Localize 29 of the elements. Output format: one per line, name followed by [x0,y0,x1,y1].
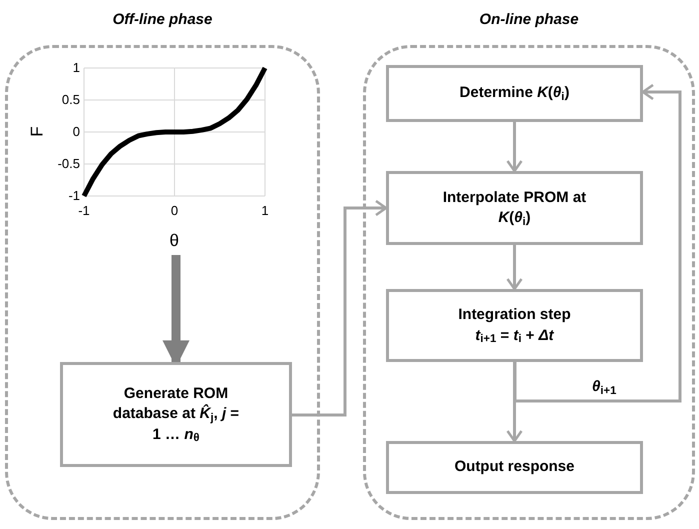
process-box [386,65,643,122]
arrow [514,84,682,402]
process-box [386,289,643,362]
arrow [292,200,388,416]
process-box [386,441,643,494]
box-text: Interpolate PROM at K(θ$_{i}$) [442,188,588,228]
y-tick-label: 0 [72,125,80,138]
group-title: On-line phase [479,11,579,28]
y-tick-label: 0.5 [60,93,80,106]
box-text: Determine K(θ$_{i}$) [460,83,570,104]
box-text: Generate ROM database at K̂$_{j}$, j = 1 … n$_{θ}$ [112,384,240,445]
y-tick-label: -1 [67,189,80,202]
process-box [386,171,643,245]
arrow [506,245,523,290]
process-box [60,362,292,467]
box-text: t$_{i+1}$ = t$_{i}$ + Δt [475,326,554,346]
group-title: Off-line phase [112,11,212,28]
y-axis-label: F [28,126,46,137]
box-text: Integration step [458,305,571,326]
x-axis-label: θ [170,232,179,249]
box-text: Output response [454,457,574,478]
arrow [506,362,523,442]
y-tick-label: -0.5 [56,157,80,170]
arrow [506,122,523,172]
x-tick-label: 1 [260,204,270,217]
x-tick-label: -1 [77,204,91,217]
x-tick-label: 0 [170,204,180,217]
edge-label: θ$_{i+1}$ [590,379,618,394]
y-tick-label: 1 [72,61,80,74]
